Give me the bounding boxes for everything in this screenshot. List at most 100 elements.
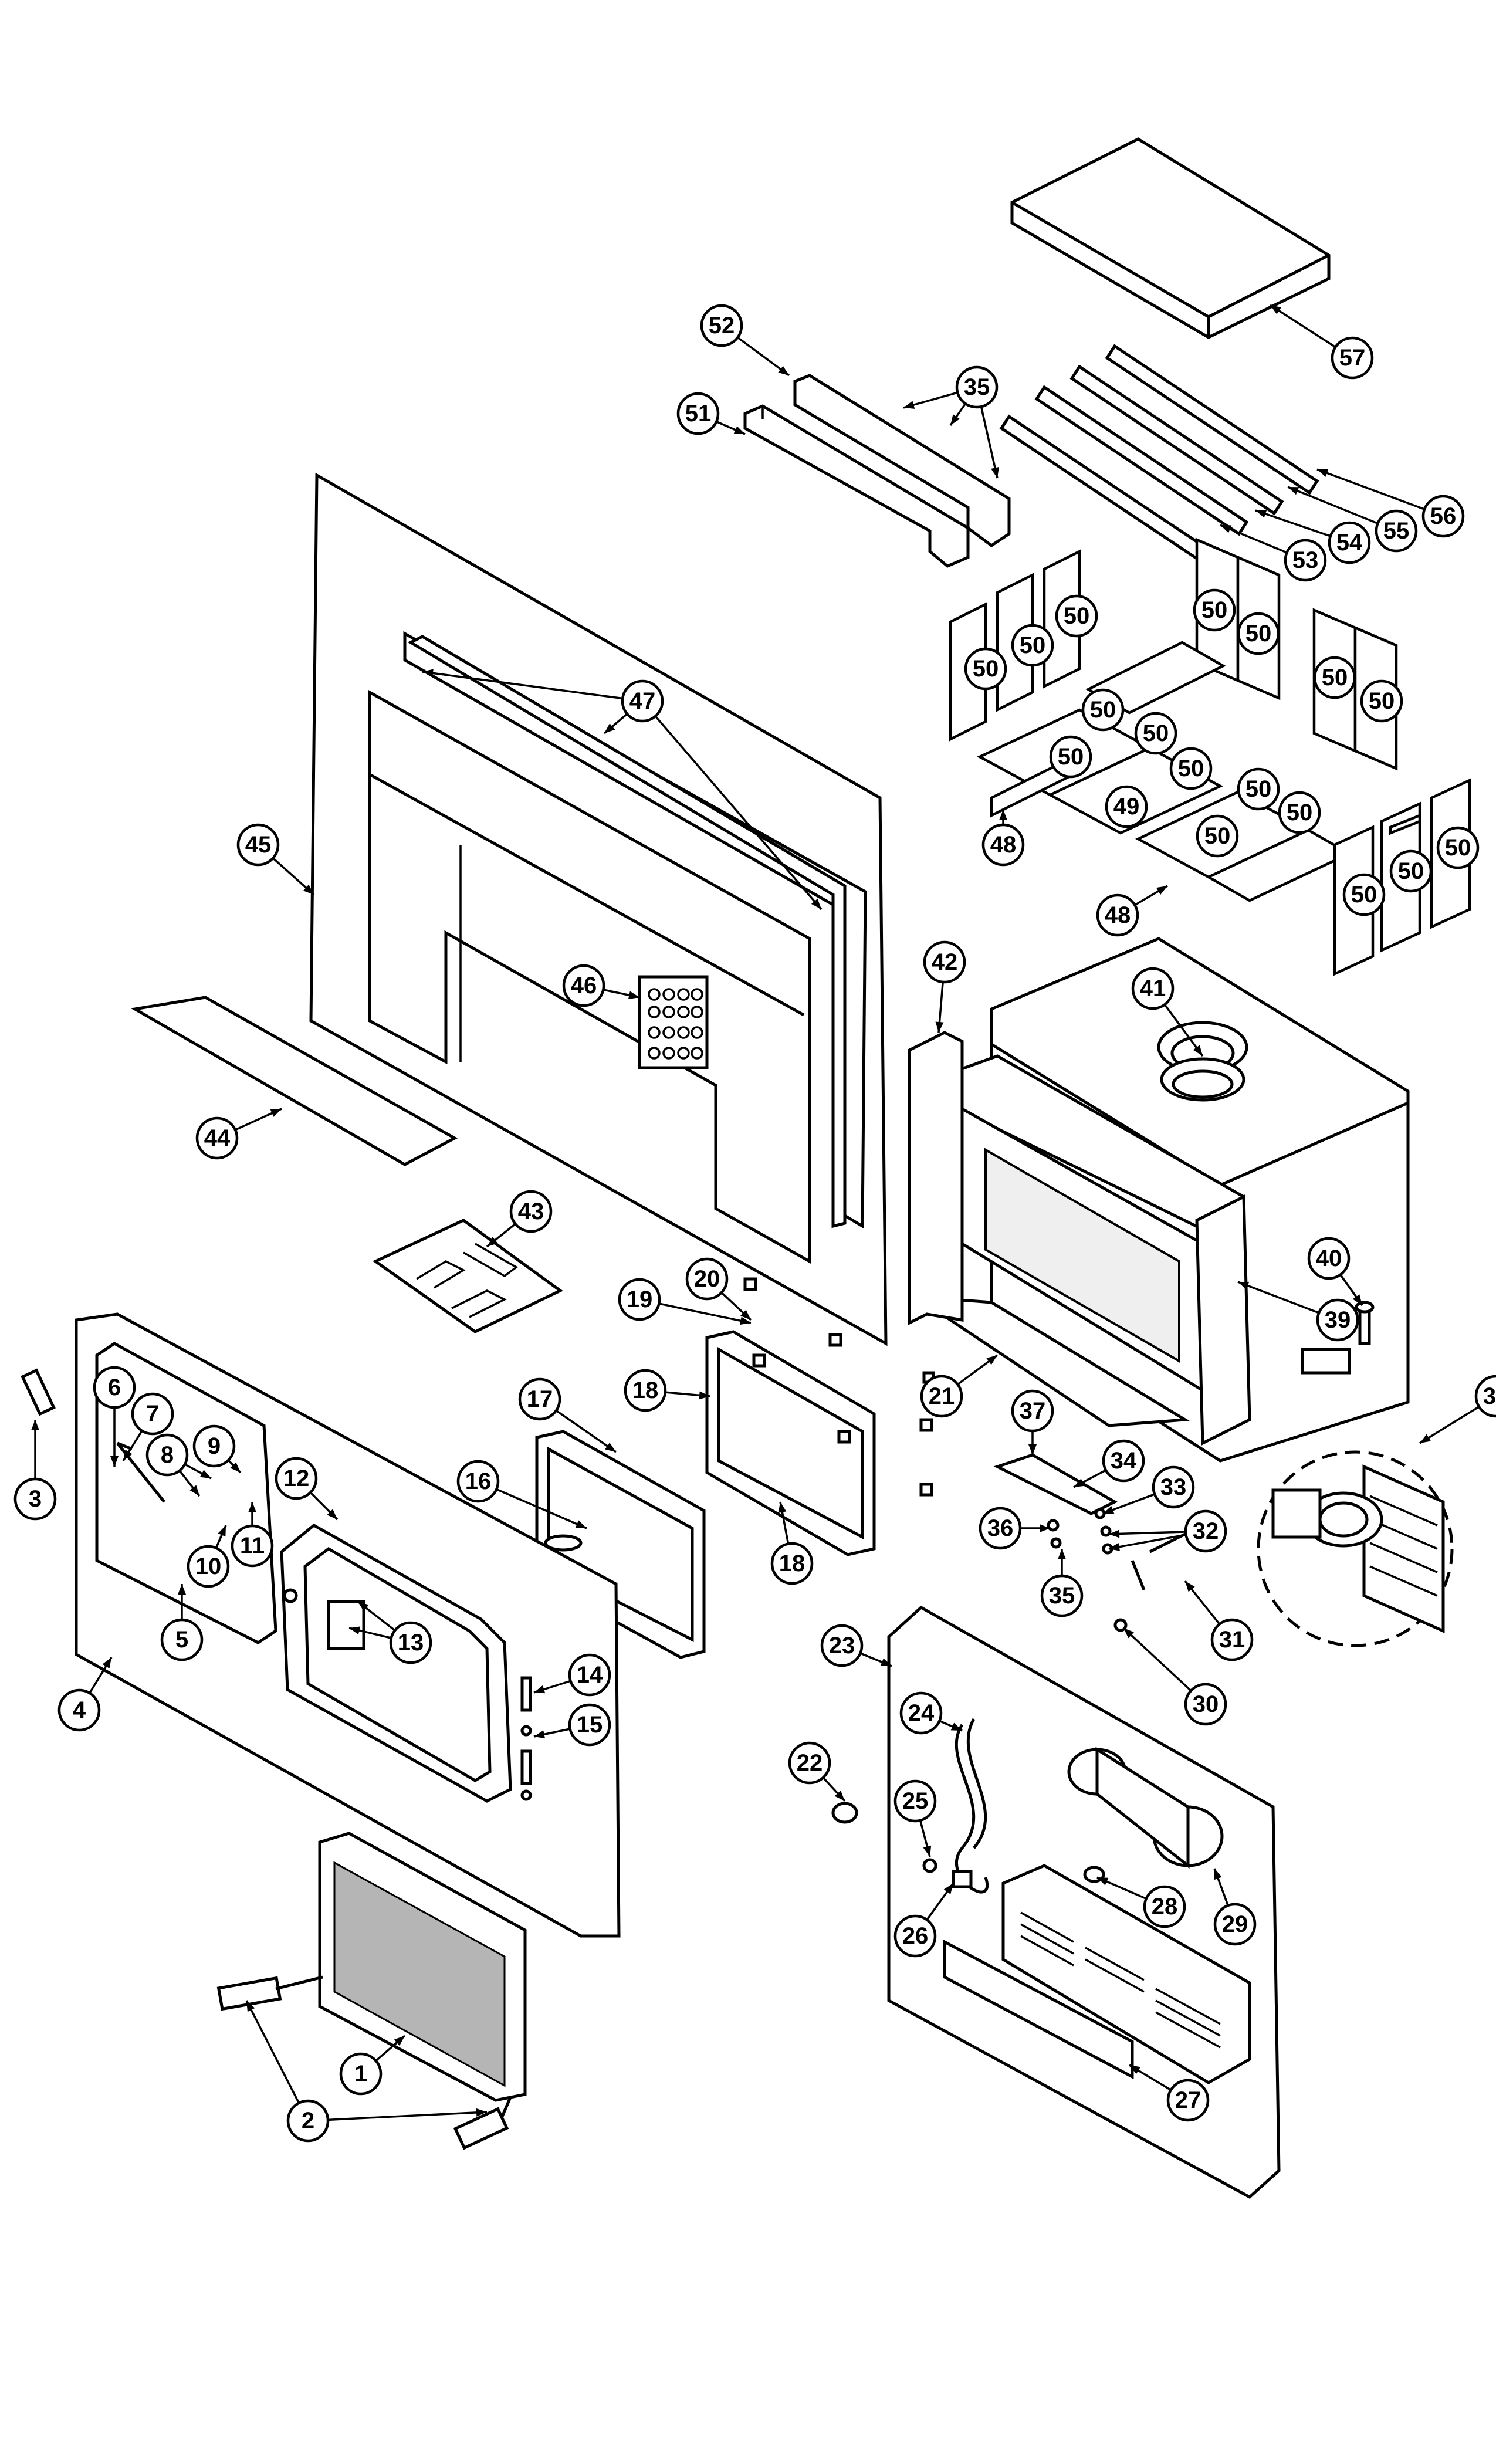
callout-label: 11 [240, 1533, 265, 1559]
callout-circle [621, 679, 664, 723]
callout-label: 50 [1143, 720, 1169, 746]
callout-47: 47 [422, 669, 823, 911]
callout-label: 8 [161, 1442, 174, 1468]
callout-label: 13 [398, 1630, 424, 1656]
callout-circle [1096, 893, 1139, 937]
callout-circle [568, 1703, 611, 1747]
callout-circle [1040, 1574, 1084, 1617]
callout-circle [1184, 1683, 1227, 1726]
callout-label: 27 [1175, 2087, 1201, 2113]
callout-circle [979, 1507, 1022, 1550]
leader-line [980, 406, 999, 479]
callout-label: 2 [302, 2108, 314, 2134]
callout-14: 14 [533, 1653, 611, 1697]
leader-arrowhead [999, 810, 1007, 820]
callout-label: 18 [779, 1551, 805, 1576]
callout-16: 16 [456, 1460, 587, 1529]
callout-19: 19 [618, 1278, 752, 1325]
callout-label: 50 [1287, 800, 1313, 825]
leader-arrowhead [699, 1391, 710, 1400]
callout-45: 45 [236, 823, 315, 896]
callout-label: 45 [245, 832, 272, 858]
callout-circle [562, 964, 605, 1007]
leader-arrowhead [575, 1520, 587, 1528]
callout-22: 22 [788, 1741, 846, 1802]
callout-circle [981, 823, 1025, 867]
callout-label: 15 [577, 1712, 603, 1738]
leader-arrowhead [178, 1584, 186, 1595]
callout-label: 17 [527, 1386, 553, 1412]
callout-circle [770, 1542, 814, 1585]
callout-circle [1102, 1439, 1145, 1483]
callout-circle [13, 1477, 57, 1521]
callout-label: 4 [73, 1697, 86, 1723]
callout-50: 50 [1193, 588, 1236, 632]
callout-8: 8 [145, 1433, 212, 1497]
callout-circle [893, 1779, 937, 1823]
leader-arrowhead [1123, 1628, 1134, 1639]
leader-arrowhead [950, 414, 960, 425]
callout-35: 35 [903, 365, 999, 479]
callout-32: 32 [1108, 1509, 1227, 1553]
leader-arrowhead [1220, 525, 1232, 533]
leader-line [1220, 524, 1288, 554]
callout-circle [1055, 594, 1098, 638]
leader-line [422, 671, 623, 700]
callout-label: 55 [1383, 518, 1410, 544]
callout-label: 21 [929, 1383, 955, 1409]
callout-circle [1316, 1298, 1359, 1342]
callout-circle [131, 1392, 174, 1436]
callout-circle [1474, 1375, 1496, 1418]
callout-circle [700, 304, 743, 347]
leader-arrowhead [199, 1470, 211, 1478]
callout-circle [685, 1257, 729, 1301]
leader-arrowhead [1156, 886, 1167, 895]
callout-label: 42 [932, 949, 958, 975]
callout-circle [1421, 495, 1465, 538]
callout-circle [286, 2099, 330, 2143]
leader-arrowhead [1193, 1045, 1203, 1056]
leader-arrowhead [733, 426, 745, 434]
callout-44: 44 [195, 1108, 282, 1160]
callout-label: 48 [1105, 902, 1131, 928]
callout-label: 35 [1049, 1583, 1075, 1609]
callout-label: 50 [1020, 632, 1046, 658]
callout-label: 50 [1178, 756, 1204, 781]
leader-line [1108, 1534, 1186, 1550]
callout-label: 3 [29, 1486, 42, 1512]
callout-circle [1213, 1903, 1257, 1946]
callout-21: 21 [920, 1354, 999, 1418]
callout-circle [1131, 967, 1175, 1010]
callout-circle [820, 1624, 864, 1667]
leader-arrowhead [270, 1109, 282, 1117]
leader-arrowhead [218, 1525, 226, 1537]
callout-circle [518, 1377, 561, 1421]
callout-circle [1210, 1618, 1254, 1661]
callout-label: 23 [829, 1633, 855, 1659]
hearth-extension [130, 996, 458, 1166]
callout-circle [93, 1366, 136, 1409]
callout-6: 6 [93, 1366, 136, 1467]
leader-arrowhead [1352, 1294, 1362, 1305]
leader-line [1163, 1004, 1204, 1057]
callout-55: 55 [1287, 486, 1418, 553]
callout-label: 25 [902, 1788, 929, 1814]
callout-7: 7 [122, 1392, 174, 1461]
callout-label: 37 [1020, 1398, 1046, 1424]
callout-5: 5 [160, 1584, 204, 1661]
callout-circle [1011, 624, 1054, 667]
leader-arrowhead [950, 1722, 962, 1731]
leader-arrowhead [327, 1509, 337, 1519]
callout-50: 50 [1169, 747, 1213, 790]
callout-label: 38 [1483, 1383, 1496, 1409]
callout-label: 9 [208, 1433, 221, 1459]
callout-57: 57 [1270, 304, 1374, 380]
callout-circle [1313, 656, 1356, 699]
callout-12: 12 [275, 1457, 339, 1521]
callout-circle [1196, 814, 1239, 858]
callout-circle [1389, 849, 1433, 893]
callout-label: 50 [973, 656, 999, 682]
callout-label: 24 [908, 1700, 935, 1726]
callout-label: 50 [1445, 835, 1471, 861]
